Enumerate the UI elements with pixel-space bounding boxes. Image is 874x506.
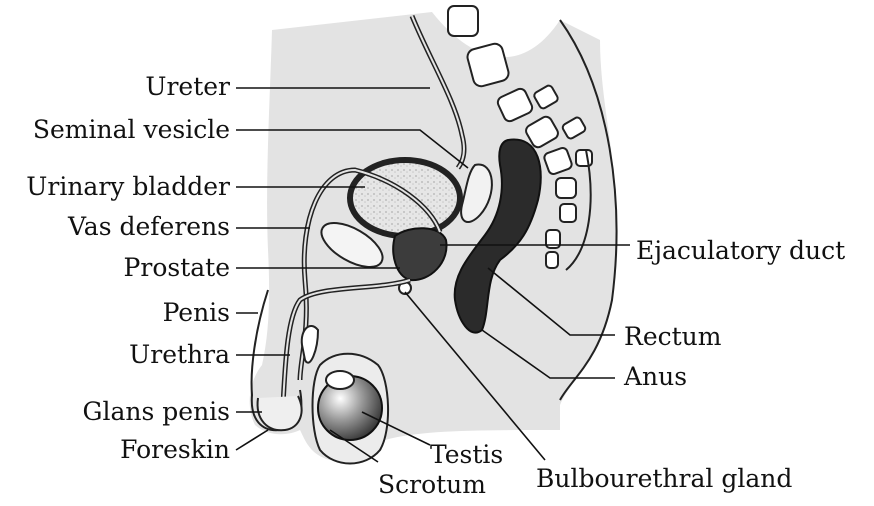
label-rectum: Rectum	[624, 322, 722, 351]
label-testis: Testis	[430, 440, 504, 469]
rectum-shape	[453, 138, 542, 334]
label-bulbourethral-gland: Bulbourethral gland	[536, 464, 793, 493]
label-urinary-bladder: Urinary bladder	[26, 172, 230, 201]
label-glans-penis: Glans penis	[82, 397, 230, 426]
leader-lines	[235, 87, 630, 463]
label-prostate: Prostate	[123, 253, 230, 282]
label-seminal-vesicle: Seminal vesicle	[32, 115, 230, 144]
label-ureter: Ureter	[145, 72, 230, 101]
seminal-vesicle-shape	[460, 163, 493, 224]
label-urethra: Urethra	[129, 340, 230, 369]
sacrum-vertebrae	[447, 5, 593, 271]
pubic-bone	[320, 222, 384, 268]
label-ejaculatory-duct: Ejaculatory duct	[636, 236, 846, 265]
label-penis: Penis	[162, 298, 230, 327]
prostate-shape	[392, 227, 448, 282]
label-vas-deferens: Vas deferens	[68, 212, 230, 241]
label-foreskin: Foreskin	[120, 435, 230, 464]
glans-shape	[256, 395, 303, 432]
label-scrotum: Scrotum	[378, 470, 486, 499]
label-anus: Anus	[624, 362, 688, 391]
